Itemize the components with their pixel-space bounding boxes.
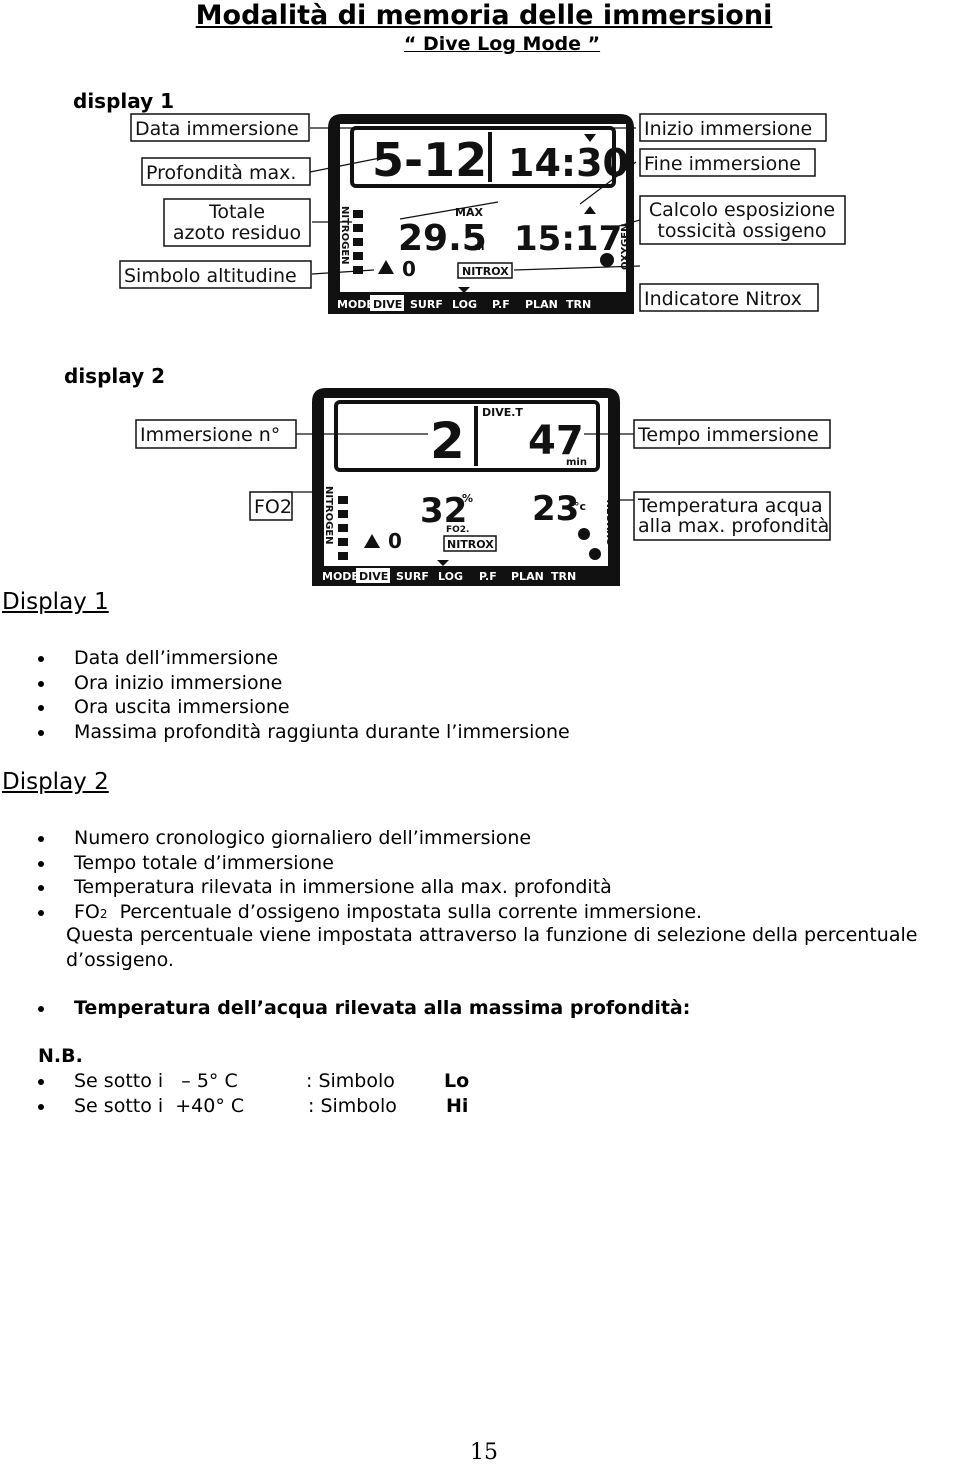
d2-dive-number: 2: [430, 412, 465, 470]
d1-nitrox-indicator: NITROX: [462, 265, 509, 278]
list-item: Numero cronologico giornaliero dell’imme…: [0, 826, 702, 851]
d1-depth-unit: m: [474, 242, 484, 253]
list-item-fo2: FO2 Percentuale d’ossigeno impostata sul…: [0, 900, 702, 927]
d1-start-time-readout: 14:30: [508, 141, 629, 185]
d2-surf-label: SURF: [396, 570, 429, 583]
d2-dive-time: 47: [528, 418, 584, 464]
d2-min-unit: min: [566, 457, 587, 468]
list-item: Temperatura rilevata in immersione alla …: [0, 875, 702, 900]
paragraph-line-2: d’ossigeno.: [66, 949, 174, 971]
list-item: Ora inizio immersione: [0, 671, 570, 696]
d2-altitude-icon: [364, 534, 380, 548]
d1-pf-label: P.F: [492, 298, 510, 311]
display2-label: display 2: [64, 364, 166, 388]
d1-callout-calcolo-1: Calcolo esposizione: [649, 199, 835, 221]
d1-log-label: LOG: [452, 298, 477, 311]
d2-divet-label: DIVE.T: [482, 406, 523, 419]
d2-log-label: LOG: [438, 570, 463, 583]
d2-nitrogen-bars: [338, 496, 348, 560]
d2-deg-c: °c: [574, 500, 586, 513]
d1-surf-label: SURF: [410, 298, 443, 311]
d2-nitrox-indicator: NITROX: [447, 538, 494, 551]
d2-dive-label: DIVE: [359, 570, 388, 583]
d1-callout-totale-1: Totale: [208, 201, 265, 223]
d1-nitrogen-bars: [353, 210, 363, 274]
d1-callout-fine: Fine immersione: [644, 153, 801, 175]
d1-alt-value: 0: [402, 257, 416, 281]
nb-symbol: Lo: [444, 1070, 470, 1092]
d2-plan-label: PLAN: [511, 570, 544, 583]
page-subtitle: “ Dive Log Mode ”: [403, 33, 601, 55]
d1-mode-label: MODE: [337, 298, 374, 311]
d1-callout-calcolo-2: tossicità ossigeno: [657, 220, 826, 242]
d1-oxygen-dot: [600, 253, 614, 267]
display1-figure: MODE DIVE SURF LOG P.F PLAN TRN NITROGEN…: [119, 113, 846, 314]
d1-dive-label: DIVE: [373, 298, 402, 311]
d2-percent-sign: %: [462, 492, 473, 505]
section-display1-heading: Display 1: [2, 589, 109, 615]
list-item: Tempo totale d’immersione: [0, 851, 702, 876]
fo2-subscript: 2: [99, 906, 108, 921]
nb-condition: Se sotto i +40° C: [74, 1094, 245, 1117]
list-item: Ora uscita immersione: [0, 695, 570, 720]
nb-condition: Se sotto i – 5° C: [74, 1070, 238, 1092]
d1-oxygen-label: OXYGEN: [620, 223, 631, 270]
page-title: Modalità di memoria delle immersioni: [195, 0, 773, 31]
d2-alt-value: 0: [388, 529, 402, 553]
d2-oxygen-label: OXYGEN: [606, 499, 617, 546]
d2-mode-label: MODE: [322, 570, 359, 583]
d1-callout-data-immersione: Data immersione: [135, 118, 299, 140]
d2-callout-fo2: FO2: [254, 496, 292, 518]
display2-list: Numero cronologico giornaliero dell’imme…: [0, 826, 702, 926]
bold-list: Temperatura dell’acqua rilevata alla mas…: [0, 996, 690, 1021]
display1-label: display 1: [73, 89, 175, 113]
d1-callout-profondita: Profondità max.: [146, 162, 296, 184]
d2-callout-temp-1: Temperatura acqua: [637, 495, 823, 517]
section-display2-heading: Display 2: [2, 769, 109, 795]
d1-callout-altitudine: Simbolo altitudine: [124, 265, 297, 287]
d1-trn-label: TRN: [566, 298, 591, 311]
d2-trn-label: TRN: [551, 570, 576, 583]
d2-pf-label: P.F: [479, 570, 497, 583]
d1-date-readout: 5-12: [372, 133, 487, 187]
d1-depth-readout: 29.5: [398, 218, 487, 259]
list-item-bold: Temperatura dell’acqua rilevata alla mas…: [0, 996, 690, 1021]
d2-temperature: 23: [532, 489, 579, 529]
nb-item: Se sotto i – 5° C : Simbolo Lo: [0, 1069, 469, 1094]
d1-plan-label: PLAN: [525, 298, 558, 311]
list-item: Massima profondità raggiunta durante l’i…: [0, 720, 570, 745]
display2-figure: MODE DIVE SURF LOG P.F PLAN TRN NITROGEN…: [135, 388, 831, 586]
d2-callout-temp-2: alla max. profondità: [638, 515, 829, 537]
d1-end-time-readout: 15:17: [514, 219, 622, 259]
nb-separator: : Simbolo: [306, 1070, 395, 1092]
d1-callout-totale-2: azoto residuo: [173, 222, 301, 244]
d1-nitrogen-label: NITROGEN: [339, 206, 350, 265]
d2-o2-percent: 32: [420, 491, 467, 531]
paragraph-line-1: Questa percentuale viene impostata attra…: [66, 924, 918, 946]
d1-callout-inizio: Inizio immersione: [644, 118, 812, 140]
fo2-text: Percentuale d’ossigeno impostata sulla c…: [119, 900, 703, 923]
display1-list: Data dell’immersione Ora inizio immersio…: [0, 646, 570, 744]
d2-fo2-small: FO2.: [446, 525, 469, 535]
nb-symbol: Hi: [446, 1094, 469, 1117]
nb-list: Se sotto i – 5° C : Simbolo Lo Se sotto i …: [0, 1069, 469, 1118]
d2-dot-2: [589, 548, 601, 560]
d2-callout-immersione-n: Immersione n°: [140, 424, 280, 446]
page-number: 15: [470, 1440, 498, 1465]
d1-max-label: MAX: [455, 206, 483, 219]
d2-callout-fo2-box: [249, 491, 293, 521]
d1-callout-nitrox: Indicatore Nitrox: [644, 288, 802, 310]
nb-separator: : Simbolo: [308, 1094, 397, 1117]
d2-nitrogen-label: NITROGEN: [323, 486, 334, 545]
d2-dot-1: [578, 528, 590, 540]
d1-altitude-icon: [378, 260, 394, 274]
fo2-prefix: FO: [74, 900, 100, 923]
list-item: Data dell’immersione: [0, 646, 570, 671]
d2-callout-tempo: Tempo immersione: [637, 424, 819, 446]
nb-item: Se sotto i +40° C : Simbolo Hi: [0, 1094, 469, 1119]
nb-label: N.B.: [38, 1045, 83, 1067]
